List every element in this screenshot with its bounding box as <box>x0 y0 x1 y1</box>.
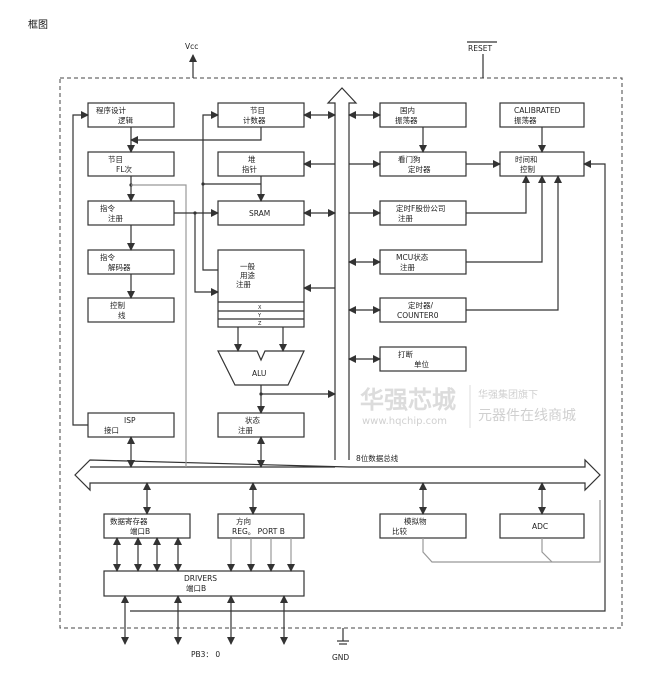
watermark: 华强芯城 www.hqchip.com 华强集团旗下 元器件在线商城 <box>360 385 576 428</box>
vcc-label: Vcc <box>185 42 198 51</box>
svg-text:指针: 指针 <box>242 164 257 174</box>
svg-text:MCU状态: MCU状态 <box>396 252 429 262</box>
svg-text:CALIBRATED: CALIBRATED <box>514 106 561 115</box>
svg-text:Y: Y <box>257 313 262 319</box>
svg-text:X: X <box>258 305 262 311</box>
svg-text:看门狗: 看门狗 <box>398 154 421 164</box>
block-timer-counter0: 定时器/COUNTER0 <box>379 297 467 323</box>
svg-text:ADC: ADC <box>532 522 548 531</box>
svg-text:ALU: ALU <box>252 369 266 378</box>
data-bus-vertical <box>326 87 358 460</box>
svg-text:FL次: FL次 <box>116 164 132 174</box>
block-control-lines: 控制线 <box>87 297 175 323</box>
svg-text:时间和: 时间和 <box>515 154 538 164</box>
svg-text:国内: 国内 <box>400 105 415 115</box>
block-alu: ALU <box>217 350 305 386</box>
svg-text:端口B: 端口B <box>186 583 206 593</box>
svg-text:DRIVERS: DRIVERS <box>184 574 217 583</box>
block-sram: SRAM <box>217 200 305 226</box>
svg-text:打断: 打断 <box>398 349 413 359</box>
ground-icon <box>337 628 349 645</box>
svg-text:定时器: 定时器 <box>408 164 431 174</box>
svg-text:定时器/: 定时器/ <box>408 300 433 310</box>
svg-text:单位: 单位 <box>414 359 429 369</box>
svg-text:Z: Z <box>258 321 262 327</box>
chip-boundary <box>59 77 623 629</box>
svg-text:注册: 注册 <box>400 262 415 272</box>
svg-text:COUNTER0: COUNTER0 <box>397 311 439 320</box>
svg-text:堆: 堆 <box>248 154 256 164</box>
svg-text:端口B: 端口B <box>130 526 150 536</box>
svg-text:数据寄存器: 数据寄存器 <box>110 516 148 526</box>
diagram-title: 框图 <box>28 18 48 31</box>
port-b-pins <box>121 595 288 645</box>
svg-text:计数器: 计数器 <box>243 115 266 125</box>
svg-text:定时F股份公司: 定时F股份公司 <box>396 203 445 213</box>
svg-text:REG。 PORT B: REG。 PORT B <box>232 527 285 536</box>
svg-text:振荡器: 振荡器 <box>395 115 418 125</box>
svg-text:控制: 控制 <box>520 164 535 174</box>
block-adc: ADC <box>499 513 585 539</box>
port-pins-label: PB3： 0 <box>191 650 220 659</box>
connections <box>72 111 606 612</box>
svg-text:注册: 注册 <box>398 213 413 223</box>
data-bus-horizontal <box>74 458 601 492</box>
svg-text:注册: 注册 <box>238 425 253 435</box>
svg-text:状态: 状态 <box>245 415 260 425</box>
svg-text:注册: 注册 <box>108 213 123 223</box>
svg-text:比较: 比较 <box>392 526 407 536</box>
svg-text:节目: 节目 <box>108 155 123 164</box>
svg-text:线: 线 <box>118 310 126 320</box>
svg-text:用途: 用途 <box>240 270 255 280</box>
reset-label: RESET <box>468 44 492 53</box>
block-stack-pointer: 堆指针 <box>217 151 305 177</box>
svg-text:www.hqchip.com: www.hqchip.com <box>362 416 447 427</box>
svg-text:振荡器: 振荡器 <box>514 115 537 125</box>
block-isp-interface: ISP 接口 <box>87 412 175 438</box>
svg-text:ISP: ISP <box>124 416 136 425</box>
svg-text:华强集团旗下: 华强集团旗下 <box>478 388 538 401</box>
svg-text:程序设计: 程序设计 <box>96 105 126 115</box>
svg-text:解码器: 解码器 <box>108 262 131 272</box>
svg-text:指令: 指令 <box>100 203 115 213</box>
gnd-label: GND <box>332 653 349 662</box>
svg-text:接口: 接口 <box>104 425 119 435</box>
svg-text:注册: 注册 <box>236 279 251 289</box>
svg-text:控制: 控制 <box>110 300 125 310</box>
svg-text:逻辑: 逻辑 <box>118 115 133 125</box>
svg-text:指令: 指令 <box>100 252 115 262</box>
svg-text:模拟物: 模拟物 <box>404 516 427 526</box>
svg-text:节目: 节目 <box>250 106 265 115</box>
bus-label: 8位数据总线 <box>356 453 399 463</box>
svg-text:一般: 一般 <box>240 261 255 271</box>
svg-text:元器件在线商城: 元器件在线商城 <box>478 408 576 424</box>
svg-text:方向: 方向 <box>236 516 251 526</box>
svg-text:华强芯城: 华强芯城 <box>360 386 456 414</box>
svg-text:SRAM: SRAM <box>249 209 270 218</box>
